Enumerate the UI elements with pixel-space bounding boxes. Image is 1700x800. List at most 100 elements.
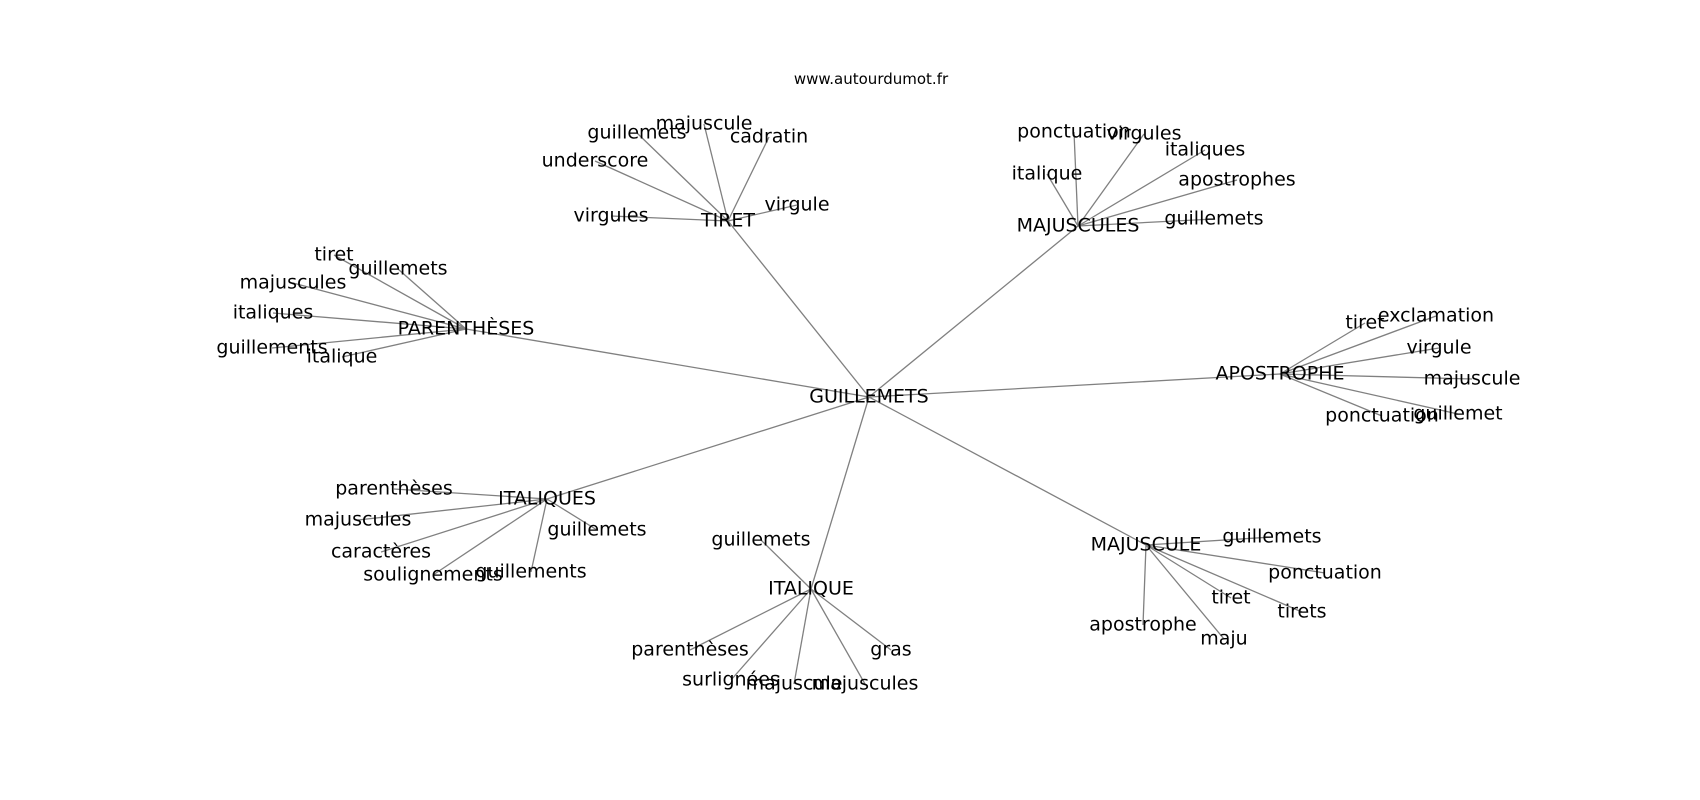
leaf-node[interactable]: guillements bbox=[216, 337, 327, 359]
edge-hub-to-word bbox=[1145, 536, 1273, 546]
edge-hub-to-word bbox=[636, 132, 729, 222]
edge-center-to-hub bbox=[868, 225, 1079, 398]
edge-hub-to-word bbox=[594, 160, 729, 222]
edge-hub-to-word bbox=[380, 498, 548, 553]
edge-hub-to-word bbox=[1073, 131, 1079, 227]
leaf-node[interactable]: parenthèses bbox=[631, 639, 749, 661]
leaf-node[interactable]: gras bbox=[870, 639, 911, 661]
edge-hub-to-word bbox=[432, 498, 548, 576]
leaf-node[interactable]: ponctuation bbox=[1325, 405, 1439, 427]
hub-node[interactable]: PARENTHÈSES bbox=[398, 317, 535, 340]
leaf-node[interactable]: maju bbox=[1200, 628, 1247, 650]
edge-center-to-hub bbox=[465, 328, 870, 398]
leaf-node[interactable]: exclamation bbox=[1378, 305, 1494, 327]
leaf-node[interactable]: italique bbox=[307, 346, 378, 368]
edge-center-to-hub bbox=[868, 396, 1147, 546]
graph-labels: GUILLEMETSTIRETguillemetsmajusculecadrat… bbox=[216, 113, 1520, 695]
edge-hub-to-word bbox=[1046, 173, 1079, 227]
edge-hub-to-word bbox=[1279, 373, 1383, 417]
leaf-node[interactable]: italique bbox=[1012, 163, 1083, 185]
leaf-node[interactable]: virgule bbox=[764, 194, 829, 216]
edge-hub-to-word bbox=[610, 215, 729, 222]
leaf-node[interactable]: guillemets bbox=[1222, 526, 1321, 548]
leaf-node[interactable]: ponctuation bbox=[1017, 121, 1131, 143]
edge-hub-to-word bbox=[1077, 149, 1206, 227]
edge-hub-to-word bbox=[810, 588, 892, 651]
leaf-node[interactable]: soulignements bbox=[363, 564, 503, 586]
leaf-node[interactable]: majuscules bbox=[240, 272, 347, 294]
leaf-node[interactable]: virgules bbox=[574, 205, 649, 227]
leaf-node[interactable]: virgule bbox=[1406, 337, 1471, 359]
edge-hub-to-word bbox=[1077, 133, 1145, 227]
leaf-node[interactable]: underscore bbox=[542, 150, 649, 172]
edge-hub-to-word bbox=[1145, 544, 1232, 599]
edge-hub-to-word bbox=[1279, 347, 1440, 375]
leaf-node[interactable]: tiret bbox=[1345, 312, 1384, 334]
leaf-node[interactable]: virgules bbox=[1107, 123, 1182, 145]
leaf-node[interactable]: italiques bbox=[1165, 139, 1246, 161]
leaf-node[interactable]: majuscule bbox=[746, 673, 843, 695]
leaf-node[interactable]: guillemet bbox=[1413, 403, 1502, 425]
edge-hub-to-word bbox=[1279, 315, 1437, 375]
edge-center-to-hub bbox=[727, 220, 870, 398]
center-node[interactable]: GUILLEMETS bbox=[809, 386, 928, 408]
edge-hub-to-word bbox=[1145, 544, 1326, 574]
edge-hub-to-word bbox=[393, 488, 548, 500]
edge-hub-to-word bbox=[1279, 373, 1459, 415]
edge-hub-to-word bbox=[703, 123, 729, 222]
leaf-node[interactable]: tiret bbox=[1211, 587, 1250, 609]
hub-node[interactable]: ITALIQUES bbox=[498, 488, 596, 510]
leaf-node[interactable]: majuscule bbox=[656, 113, 753, 135]
edge-hub-to-word bbox=[1145, 544, 1303, 613]
leaf-node[interactable]: majuscule bbox=[1424, 368, 1521, 390]
leaf-node[interactable]: cadratin bbox=[730, 126, 808, 148]
leaf-node[interactable]: italiques bbox=[233, 302, 314, 324]
hub-node[interactable]: APOSTROPHE bbox=[1216, 363, 1345, 385]
leaf-node[interactable]: majuscules bbox=[305, 509, 412, 531]
edge-hub-to-word bbox=[730, 588, 812, 681]
leaf-node[interactable]: caractères bbox=[331, 541, 431, 563]
edge-hub-to-word bbox=[727, 136, 770, 222]
edge-hub-to-word bbox=[1279, 373, 1473, 380]
edge-hub-to-word bbox=[341, 328, 467, 358]
leaf-node[interactable]: tiret bbox=[314, 244, 353, 266]
edge-hub-to-word bbox=[760, 539, 812, 590]
edge-center-to-hub bbox=[868, 373, 1281, 398]
leaf-node[interactable]: majuscules bbox=[812, 673, 919, 695]
edge-center-to-hub bbox=[546, 396, 870, 500]
leaf-node[interactable]: ponctuation bbox=[1268, 562, 1382, 584]
edge-hub-to-word bbox=[530, 498, 548, 573]
hub-node[interactable]: ITALIQUE bbox=[768, 578, 854, 600]
edge-hub-to-word bbox=[727, 204, 798, 222]
hub-node[interactable]: MAJUSCULES bbox=[1017, 215, 1140, 237]
leaf-node[interactable]: guillemets bbox=[711, 529, 810, 551]
edge-hub-to-word bbox=[397, 268, 467, 330]
leaf-node[interactable]: guillemets bbox=[348, 258, 447, 280]
edge-hub-to-word bbox=[272, 312, 467, 330]
edge-hub-to-word bbox=[357, 498, 548, 521]
edge-hub-to-word bbox=[793, 588, 812, 685]
leaf-node[interactable]: surlignées bbox=[682, 669, 780, 691]
leaf-node[interactable]: apostrophe bbox=[1089, 614, 1197, 636]
edge-hub-to-word bbox=[1145, 544, 1225, 640]
leaf-node[interactable]: guillemets bbox=[587, 122, 686, 144]
graph-edges bbox=[271, 123, 1473, 685]
edge-hub-to-word bbox=[1142, 544, 1147, 626]
hub-node[interactable]: TIRET bbox=[700, 210, 755, 232]
edge-hub-to-word bbox=[689, 588, 812, 651]
source-watermark: www.autourdumot.fr bbox=[793, 70, 949, 88]
leaf-node[interactable]: guillemets bbox=[1164, 208, 1263, 230]
leaf-node[interactable]: tirets bbox=[1277, 601, 1326, 623]
edge-hub-to-word bbox=[271, 328, 467, 349]
leaf-node[interactable]: guillemets bbox=[547, 519, 646, 541]
leaf-node[interactable]: apostrophes bbox=[1178, 169, 1295, 191]
leaf-node[interactable]: parenthèses bbox=[335, 478, 453, 500]
hub-node[interactable]: MAJUSCULE bbox=[1091, 534, 1202, 556]
edge-hub-to-word bbox=[1077, 179, 1238, 227]
edge-hub-to-word bbox=[810, 588, 866, 685]
leaf-node[interactable]: guillements bbox=[475, 561, 586, 583]
edge-hub-to-word bbox=[546, 498, 598, 531]
edge-hub-to-word bbox=[1279, 322, 1366, 375]
edge-hub-to-word bbox=[333, 254, 467, 330]
